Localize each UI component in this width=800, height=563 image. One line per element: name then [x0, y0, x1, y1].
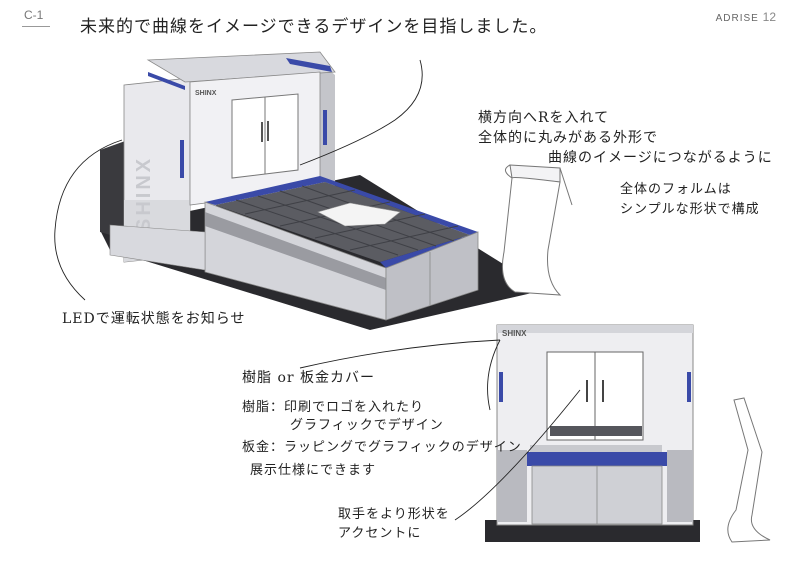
svg-text:SHINX: SHINX: [133, 156, 155, 232]
leader-handle: [454, 389, 581, 521]
front-table-rim: [524, 452, 668, 466]
front-frame-top: [497, 325, 693, 333]
cover-title-note: 樹脂 or 板金カバー: [242, 370, 376, 386]
front-led-right: [687, 372, 691, 402]
front-logo: SHINX: [502, 329, 527, 338]
leader-cover: [299, 339, 501, 369]
window-handle-left: [261, 122, 263, 142]
front-led-left: [499, 372, 503, 402]
handle-note-1: 取手をより形状を: [338, 507, 450, 522]
leader-led: [54, 139, 123, 301]
cover-resin-note-2: グラフィックでデザイン: [290, 418, 444, 433]
front-table-top: [530, 445, 662, 453]
led-strip-right: [323, 110, 327, 145]
callout-lines: [54, 59, 581, 521]
cover-metal-note: 板金：ラッピングでグラフィックのデザイン: [242, 440, 522, 455]
print-sheet: [317, 202, 401, 227]
front-side-left: [497, 450, 527, 522]
brand-name: ADRISE: [715, 13, 759, 24]
headline-note: 未来的で曲線をイメージできるデザインを目指しました。: [80, 17, 548, 37]
led-note: LEDで運転状態をお知らせ: [62, 311, 246, 327]
leader-cover-2: [487, 339, 501, 411]
bed-front-rail: [205, 212, 386, 290]
perspective-machine: SHINX SHINX: [100, 51, 573, 330]
led-strip-left: [180, 140, 184, 178]
radius-note-2: 全体的に丸みがある外形で: [478, 130, 658, 146]
brand-header: ADRISE 12: [716, 10, 776, 24]
control-panel-stand: [501, 164, 573, 296]
page-id: C-1: [24, 8, 44, 22]
form-note-2: シンプルな形状で構成: [620, 202, 760, 217]
front-side-right: [667, 450, 693, 522]
tower-top-accent: [148, 72, 185, 90]
front-view-machine: SHINX: [485, 324, 771, 543]
tower-plinth: [109, 224, 206, 271]
window-handle-right: [267, 121, 269, 141]
tower-top-accent-right: [286, 58, 332, 72]
cover-resin-note-1: 樹脂：印刷でロゴを入れたり: [242, 400, 425, 415]
front-handle-left: [586, 380, 588, 402]
bed-side: [385, 231, 479, 321]
side-logo-shinx: SHINX: [133, 156, 155, 232]
rear-plinth: [100, 140, 128, 240]
front-handle-right: [602, 380, 604, 402]
page-number: 12: [762, 10, 776, 24]
leader-radius: [299, 59, 423, 166]
cover-spec-note: 展示仕様にできます: [250, 463, 377, 478]
front-print-head: [550, 426, 642, 436]
tower-logo-small: SHINX: [195, 90, 217, 97]
form-note-1: 全体のフォルムは: [620, 182, 732, 197]
radius-note-3: 曲線のイメージにつながるように: [548, 150, 773, 166]
page-id-underline: [22, 26, 50, 27]
front-stand: [727, 397, 771, 543]
handle-note-2: アクセントに: [338, 526, 422, 541]
radius-note-1: 横方向へRを入れて: [478, 110, 610, 126]
tower-back: [320, 62, 335, 190]
